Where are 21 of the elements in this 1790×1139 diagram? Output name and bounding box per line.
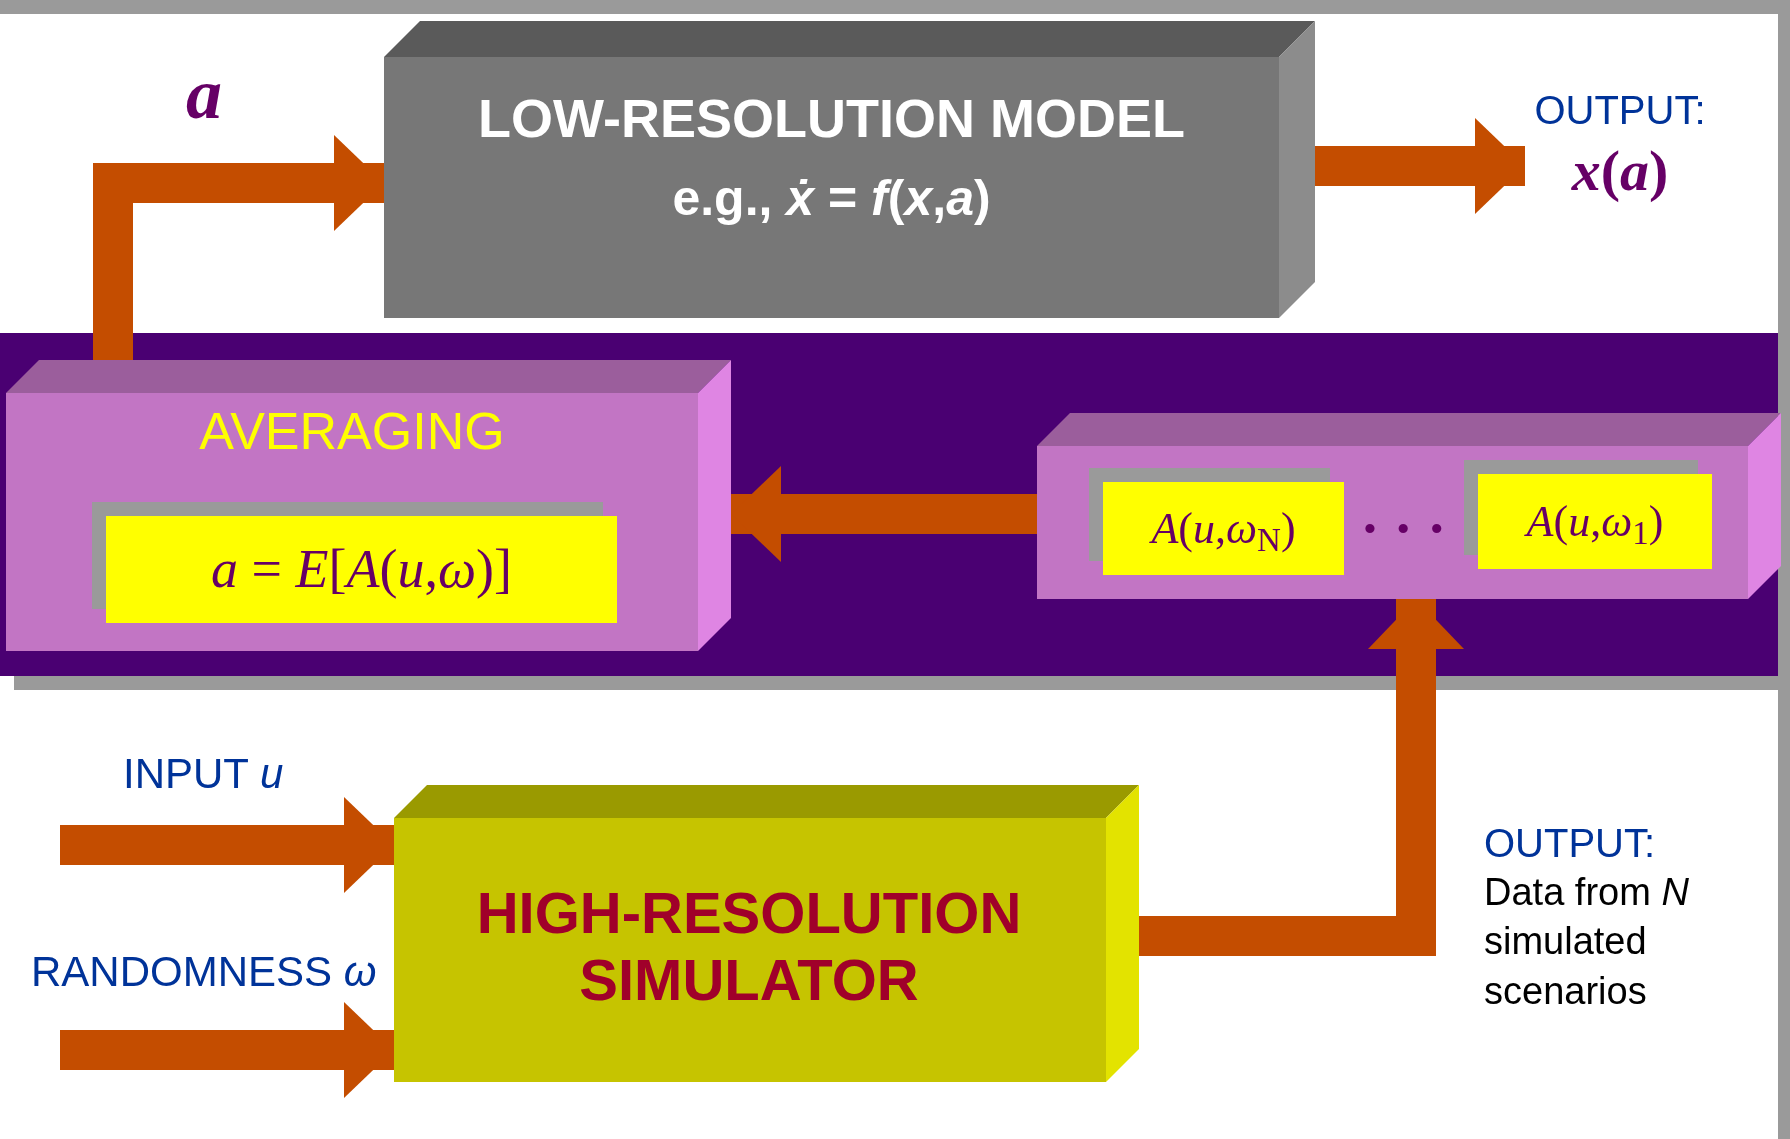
edge-label: INPUT u <box>123 750 284 797</box>
note-text: OUTPUT: <box>1484 820 1657 867</box>
ellipsis: • • • <box>1364 509 1449 547</box>
box-title: LOW-RESOLUTION MODEL <box>478 91 1185 145</box>
note-text: Data from N simulated scenarios <box>1484 870 1690 1014</box>
formula: A(u,ω$_{1}$) <box>1526 495 1664 553</box>
output-label: OUTPUT: <box>1534 87 1706 134</box>
box-title: AVERAGING <box>199 405 505 457</box>
arrow <box>1315 118 1525 214</box>
arrow <box>1139 599 1464 956</box>
arrow <box>60 1002 394 1098</box>
edge-label: RANDOMNESS ω <box>31 948 377 995</box>
formula: A(u,ω$_{N}$) <box>1151 502 1296 560</box>
box-title: HIGH-RESOLUTION SIMULATOR <box>475 880 1023 1014</box>
arrow <box>731 466 1037 562</box>
formula: e.g., ẋ = f(x,a) <box>672 169 991 228</box>
edge-label: a <box>186 54 222 134</box>
arrow <box>60 797 394 893</box>
formula: a = E[A(u,ω)] <box>210 538 512 601</box>
formula: x(a) <box>1571 137 1669 205</box>
arrow <box>93 135 384 360</box>
